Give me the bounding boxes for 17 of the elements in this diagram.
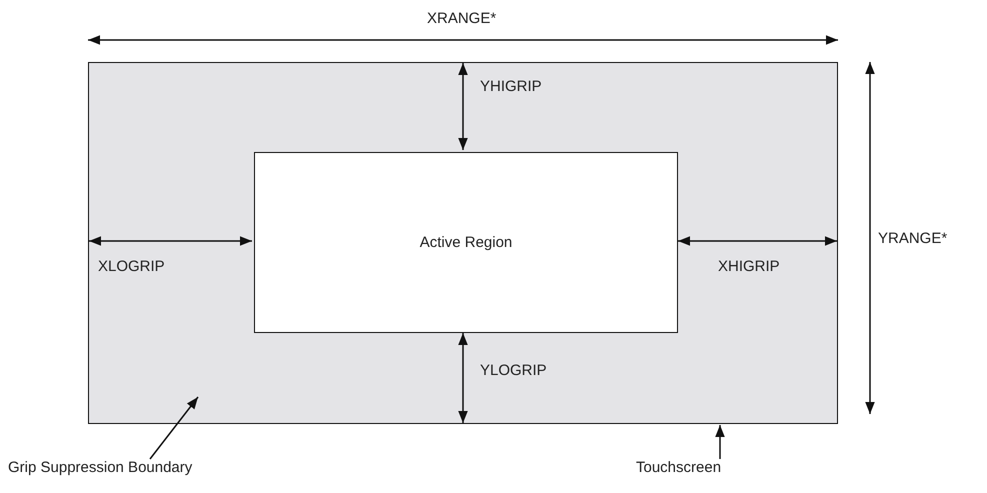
dimension-arrow (458, 63, 468, 150)
leader-line (715, 425, 725, 459)
edge-label: YHIGRIP (480, 78, 542, 95)
active-region-box (254, 152, 678, 333)
edge-label: YLOGRIP (480, 362, 547, 379)
dimension-arrow (89, 236, 252, 246)
region-label: Active Region (420, 234, 512, 251)
dimension-arrow (458, 333, 468, 423)
callout-label: Touchscreen (636, 459, 746, 481)
callout-label: Grip Suppression Boundary (8, 459, 248, 481)
dimension-label: XRANGE* (427, 10, 496, 27)
dimension-label: YRANGE* (878, 230, 948, 247)
edge-label: XHIGRIP (718, 258, 780, 275)
dimension-arrow (678, 236, 837, 246)
touchscreen-panel (88, 62, 838, 424)
leader-line (149, 396, 199, 460)
edge-label: XLOGRIP (98, 258, 165, 275)
